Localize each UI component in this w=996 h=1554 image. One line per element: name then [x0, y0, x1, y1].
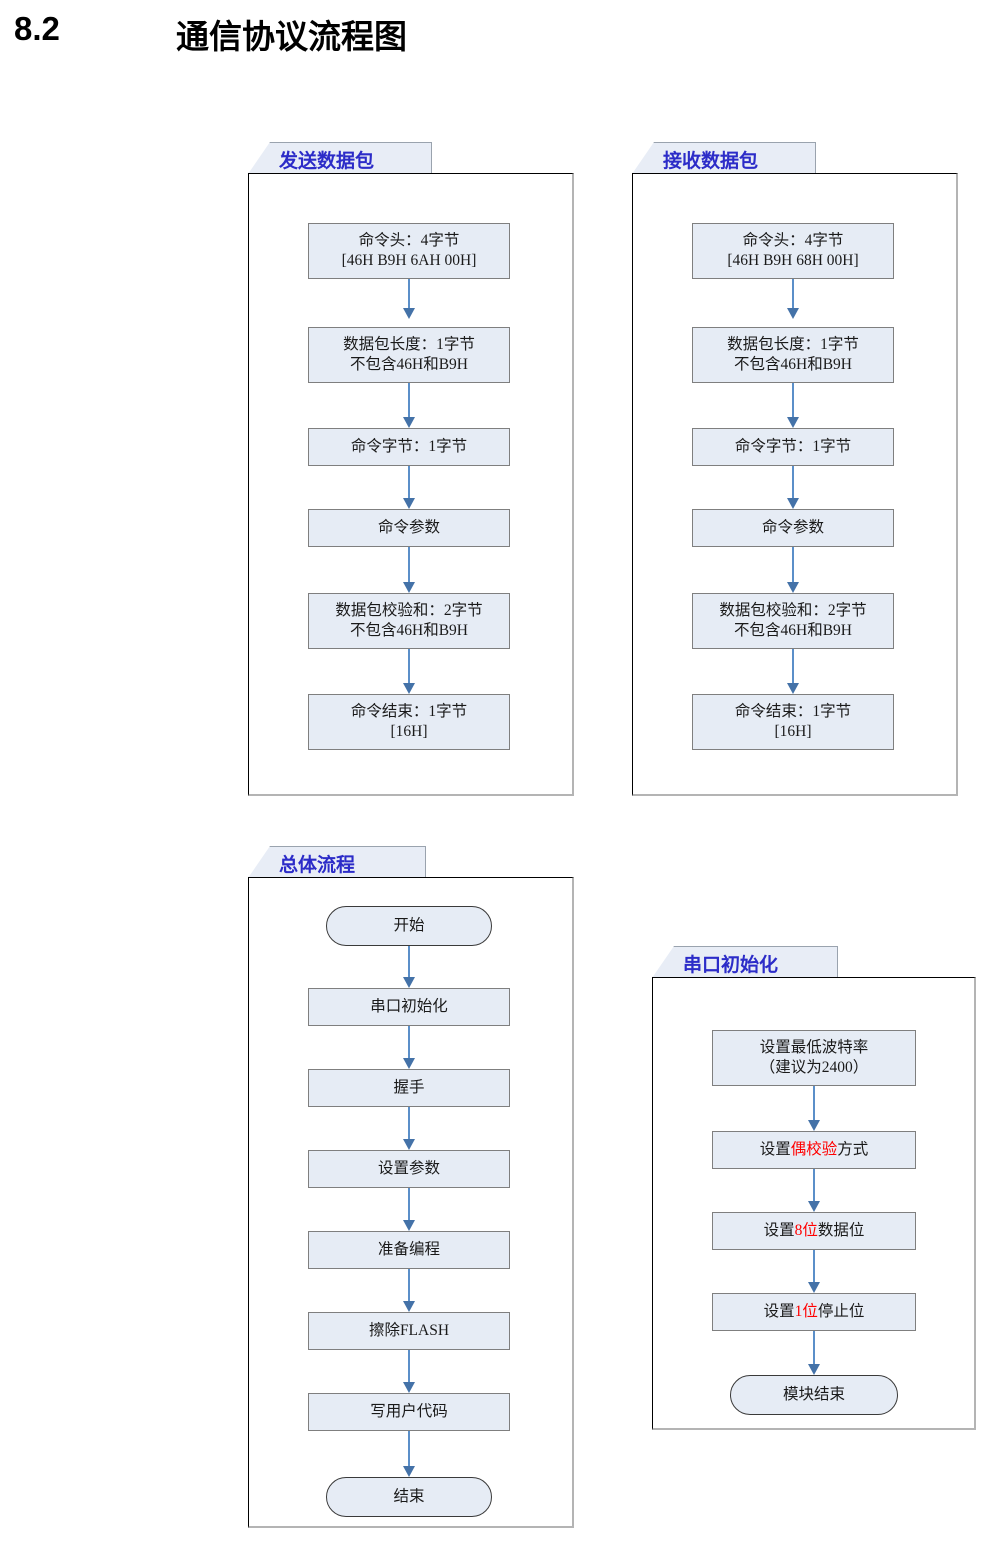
connector-arrow: [787, 466, 799, 509]
node-end: 结束: [326, 1477, 492, 1517]
panel-tab-label: 发送数据包: [279, 151, 375, 172]
node-line: 设置最低波特率: [759, 1039, 869, 1057]
panel-serial-init: 串口初始化 设置最低波特率 （建议为2400） 设置偶校验方式 设置8位数据位 …: [652, 946, 976, 1430]
node-write-user-code: 写用户代码: [308, 1393, 510, 1431]
panel-tab-label: 串口初始化: [683, 955, 779, 976]
node-line: 不包含46H和B9H: [350, 356, 468, 373]
node-packet-length: 数据包长度：1字节 不包含46H和B9H: [692, 327, 894, 383]
node-line: 数据包校验和：2字节: [719, 602, 867, 620]
connector-arrow: [403, 649, 415, 694]
node-line: 数据包长度：1字节: [343, 336, 475, 354]
connector-arrow: [403, 1350, 415, 1393]
node-line: 命令字节：1字节: [350, 438, 468, 456]
panel-send-packet: 发送数据包 命令头：4字节 [46H B9H 6AH 00H] 数据包长度：1字…: [248, 142, 574, 796]
connector-arrow: [808, 1086, 820, 1131]
heading-number: 8.2: [14, 10, 60, 47]
panel-overall-flow: 总体流程 开始 串口初始化 握手 设置参数 准备编程 擦除FLASH 写用户代码: [248, 846, 574, 1528]
page-title: 通信协议流程图: [176, 18, 407, 55]
node-rich-line: 设置8位数据位: [763, 1222, 865, 1240]
node-line: 命令参数: [377, 519, 440, 537]
node-line: 数据包长度：1字节: [727, 336, 859, 354]
node-start: 开始: [326, 906, 492, 946]
node-line: 串口初始化: [370, 998, 448, 1016]
connector-arrow: [403, 466, 415, 509]
node-line: 结束: [393, 1488, 425, 1506]
connector-arrow: [808, 1331, 820, 1375]
connector-arrow: [403, 946, 415, 988]
node-command-byte: 命令字节：1字节: [692, 428, 894, 466]
connector-arrow: [403, 1026, 415, 1069]
node-prepare-programming: 准备编程: [308, 1231, 510, 1269]
node-line: 握手: [393, 1079, 425, 1097]
panel-tab-receive-packet[interactable]: 接收数据包: [632, 142, 816, 174]
node-command-parameter: 命令参数: [692, 509, 894, 547]
node-line: 命令头：4字节: [742, 232, 844, 250]
node-command-byte: 命令字节：1字节: [308, 428, 510, 466]
node-set-lowest-baudrate: 设置最低波特率 （建议为2400）: [712, 1030, 916, 1086]
connector-arrow: [403, 547, 415, 593]
node-line: 不包含46H和B9H: [350, 622, 468, 639]
node-line: （建议为2400）: [759, 1059, 869, 1076]
node-handshake: 握手: [308, 1069, 510, 1107]
node-line: 写用户代码: [370, 1403, 448, 1421]
connector-arrow: [403, 1431, 415, 1477]
node-line: [16H]: [390, 723, 428, 740]
node-module-end: 模块结束: [730, 1375, 898, 1415]
connector-arrow: [403, 279, 415, 319]
node-set-even-parity: 设置偶校验方式: [712, 1131, 916, 1169]
connector-arrow: [787, 383, 799, 428]
node-line: 准备编程: [377, 1241, 440, 1259]
node-command-end: 命令结束：1字节 [16H]: [308, 694, 510, 750]
panel-tab-overall-flow[interactable]: 总体流程: [248, 846, 426, 878]
node-serial-init: 串口初始化: [308, 988, 510, 1026]
node-line: 设置参数: [377, 1160, 440, 1178]
connector-arrow: [808, 1250, 820, 1293]
node-command-end: 命令结束：1字节 [16H]: [692, 694, 894, 750]
panel-tab-serial-init[interactable]: 串口初始化: [652, 946, 838, 978]
connector-arrow: [403, 1107, 415, 1150]
panel-tab-label: 总体流程: [279, 855, 356, 876]
node-line: [46H B9H 68H 00H]: [727, 252, 859, 269]
node-line: 模块结束: [782, 1386, 845, 1404]
node-line: 开始: [393, 917, 425, 935]
node-line: 命令结束：1字节: [734, 703, 852, 721]
node-line: 命令参数: [761, 519, 824, 537]
node-line: 命令头：4字节: [358, 232, 460, 250]
panel-tab-label: 接收数据包: [663, 151, 759, 172]
node-line: [46H B9H 6AH 00H]: [341, 252, 477, 269]
panel-receive-packet: 接收数据包 命令头：4字节 [46H B9H 68H 00H] 数据包长度：1字…: [632, 142, 958, 796]
node-command-header: 命令头：4字节 [46H B9H 6AH 00H]: [308, 223, 510, 279]
node-set-parameters: 设置参数: [308, 1150, 510, 1188]
node-erase-flash: 擦除FLASH: [308, 1312, 510, 1350]
panel-tab-send-packet[interactable]: 发送数据包: [248, 142, 432, 174]
node-command-header: 命令头：4字节 [46H B9H 68H 00H]: [692, 223, 894, 279]
connector-arrow: [808, 1169, 820, 1212]
node-set-stop-bits: 设置1位停止位: [712, 1293, 916, 1331]
node-line: [16H]: [774, 723, 812, 740]
node-command-parameter: 命令参数: [308, 509, 510, 547]
node-packet-checksum: 数据包校验和：2字节 不包含46H和B9H: [308, 593, 510, 649]
node-line: 命令字节：1字节: [734, 438, 852, 456]
connector-arrow: [787, 279, 799, 319]
node-line: 擦除FLASH: [368, 1322, 450, 1340]
node-packet-length: 数据包长度：1字节 不包含46H和B9H: [308, 327, 510, 383]
connector-arrow: [403, 383, 415, 428]
node-rich-line: 设置1位停止位: [763, 1303, 865, 1321]
node-line: 命令结束：1字节: [350, 703, 468, 721]
page-heading: 8.2 通信协议流程图: [14, 10, 974, 66]
connector-arrow: [787, 649, 799, 694]
connector-arrow: [787, 547, 799, 593]
node-rich-line: 设置偶校验方式: [759, 1141, 869, 1159]
node-line: 不包含46H和B9H: [734, 622, 852, 639]
node-set-data-bits: 设置8位数据位: [712, 1212, 916, 1250]
node-packet-checksum: 数据包校验和：2字节 不包含46H和B9H: [692, 593, 894, 649]
connector-arrow: [403, 1269, 415, 1312]
connector-arrow: [403, 1188, 415, 1231]
node-line: 数据包校验和：2字节: [335, 602, 483, 620]
node-line: 不包含46H和B9H: [734, 356, 852, 373]
